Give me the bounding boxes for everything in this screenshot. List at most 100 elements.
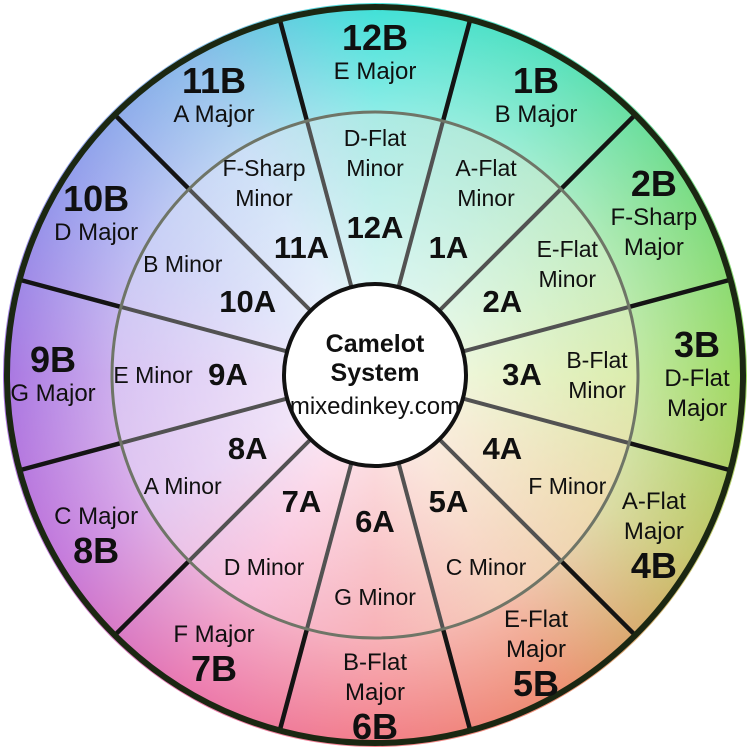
key-name-minor: A-Flat: [455, 154, 517, 181]
outer-divider: [628, 277, 731, 310]
key-name-minor: Minor: [235, 184, 293, 211]
key-name-major: Major: [623, 234, 684, 261]
key-code-major: 10B: [63, 178, 130, 219]
key-name-minor: D Minor: [223, 554, 305, 581]
wheel-title: Camelot System: [325, 329, 425, 387]
key-name-major: F Major: [173, 620, 255, 648]
key-code-minor: 1A: [428, 229, 469, 265]
inner-divider: [437, 437, 563, 563]
key-code-minor: 9A: [208, 357, 248, 392]
wheel-subtitle: mixedinkey.com: [289, 392, 461, 420]
key-name-minor: Minor: [346, 155, 404, 181]
inner-segment-name: F Minor: [528, 471, 606, 501]
key-name-minor: F Minor: [528, 473, 607, 499]
key-name-major: G Major: [10, 380, 96, 407]
outer-divider: [559, 113, 637, 191]
inner-divider: [437, 187, 563, 313]
key-code-major: 6B: [351, 706, 399, 747]
key-name-minor: A Minor: [143, 473, 222, 499]
key-name-minor: F-Sharp: [222, 154, 306, 181]
key-name-major: E Major: [333, 58, 417, 85]
key-code-minor: 8A: [227, 430, 268, 466]
key-name-major: C Major: [54, 503, 139, 530]
inner-divider: [304, 120, 354, 289]
outer-divider: [628, 440, 731, 473]
key-code-minor: 5A: [428, 484, 469, 520]
outer-divider: [559, 559, 637, 637]
outer-divider: [440, 628, 473, 731]
key-code-minor: 6A: [355, 504, 395, 539]
wheel-rim: [4, 4, 746, 746]
inner-divider: [461, 304, 630, 354]
key-code-major: 7B: [190, 647, 238, 689]
key-name-major: D Major: [54, 219, 139, 246]
inner-segment-name: C Minor: [446, 552, 527, 582]
outer-divider: [113, 559, 191, 637]
inner-divider: [396, 120, 446, 289]
key-name-major: A Major: [173, 101, 255, 129]
key-code-minor: 12A: [346, 210, 404, 245]
inner-divider: [120, 304, 289, 354]
outer-divider: [277, 19, 310, 122]
key-code-major: 11B: [181, 60, 247, 102]
key-name-major: E-Flat: [503, 605, 569, 633]
key-code-minor: 2A: [482, 283, 523, 319]
key-name-major: Major: [344, 679, 406, 706]
key-name-major: Major: [623, 518, 684, 545]
inner-segment-name: A Minor: [144, 471, 222, 501]
outer-divider: [277, 628, 310, 731]
center-circle: Camelot System mixedinkey.com: [282, 282, 468, 468]
key-code-major: 8B: [73, 530, 120, 571]
inner-divider: [304, 461, 354, 630]
outer-divider: [19, 277, 122, 310]
key-name-major: B Major: [494, 101, 578, 129]
key-name-minor: Minor: [457, 184, 515, 211]
key-code-minor: 3A: [502, 357, 542, 392]
inner-divider: [187, 187, 313, 313]
inner-segment-name: D Minor: [224, 552, 305, 582]
key-code-major: 1B: [512, 60, 560, 102]
outer-divider: [440, 19, 473, 122]
key-name-minor: E-Flat: [536, 236, 598, 262]
key-code-major: 3B: [673, 324, 721, 365]
ring-boundary: [110, 110, 640, 640]
key-code-minor: 4A: [482, 430, 523, 466]
key-name-minor: Minor: [538, 266, 596, 292]
key-code-minor: 11A: [273, 229, 330, 265]
key-name-major: Major: [505, 635, 567, 663]
key-name-minor: E Minor: [113, 362, 193, 388]
inner-divider: [396, 461, 446, 630]
inner-divider: [120, 396, 289, 446]
key-name-major: F-Sharp: [610, 204, 698, 231]
key-name-minor: B-Flat: [566, 347, 628, 373]
outer-divider: [19, 440, 122, 473]
key-name-major: Major: [666, 395, 727, 422]
inner-divider: [187, 437, 313, 563]
key-name-minor: G Minor: [334, 584, 416, 610]
key-name-minor: D-Flat: [343, 125, 407, 151]
inner-divider: [461, 396, 630, 446]
key-code-minor: 10A: [219, 283, 277, 319]
key-code-major: 12B: [341, 17, 409, 58]
inner-segment-name: B Minor: [143, 249, 222, 279]
inner-segment-name: E Minor: [113, 360, 192, 390]
key-name-major: B-Flat: [342, 649, 408, 676]
key-code-major: 9B: [29, 339, 77, 380]
key-code-major: 4B: [630, 545, 677, 586]
